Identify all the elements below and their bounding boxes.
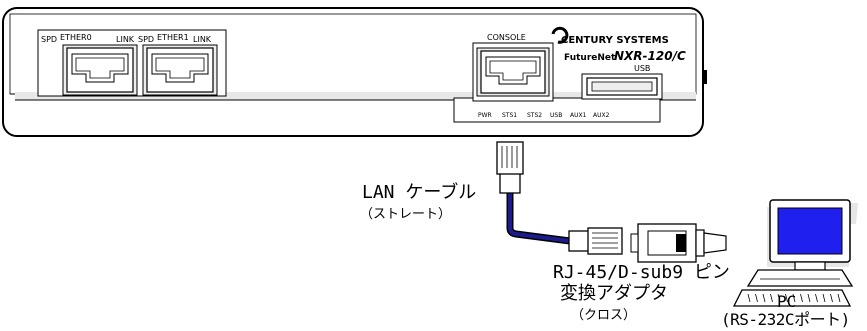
- rj45-dsub9-adapter: [630, 223, 727, 263]
- pc-screen: [777, 207, 843, 255]
- keyboard-key: [777, 293, 781, 303]
- cable-label-line1: LAN ケーブル: [362, 182, 477, 203]
- ether0-port: [62, 44, 138, 96]
- adapter-label-line2: 変換アダプタ: [560, 283, 668, 304]
- led-label-sts2: STS2: [527, 112, 542, 119]
- cable-label-line2: （ストレート）: [360, 207, 452, 222]
- led-label-sts1: STS1: [502, 112, 517, 119]
- ether1-spd-label: SPD: [138, 35, 154, 44]
- led-label-pwr: PWR: [478, 112, 492, 119]
- usb-port: [581, 73, 663, 100]
- keyboard-key: [785, 293, 788, 303]
- keyboard-key: [762, 293, 766, 303]
- keyboard-key: [747, 293, 751, 303]
- ether1-port: [142, 44, 218, 96]
- keyboard-key: [807, 293, 811, 303]
- adapter-label-line3: （クロス）: [571, 308, 637, 323]
- keyboard-key: [792, 293, 796, 303]
- model-prefix: FutureNet: [564, 53, 616, 63]
- led-label-row: PWR STS1 STS2 USB AUX1 AUX2: [478, 112, 610, 119]
- adapter-label-line1: RJ-45/D-sub9 ピン: [553, 262, 730, 283]
- pc-label-line1: PC: [777, 292, 797, 311]
- lan-cable: [506, 192, 571, 245]
- ether-port-panel: SPD ETHER0 LINK SPD ETHER1 LINK: [37, 29, 227, 97]
- console-port: [476, 47, 550, 97]
- console-port-panel: CONSOLE: [472, 33, 554, 102]
- led-label-aux1: AUX1: [570, 112, 587, 119]
- ether1-link-label: LINK: [193, 35, 212, 44]
- usb-label: USB: [634, 64, 650, 73]
- keyboard-key: [770, 293, 773, 303]
- keyboard-key: [830, 293, 833, 303]
- ether0-link-label: LINK: [116, 35, 135, 44]
- brand-name: CENTURY SYSTEMS: [561, 35, 669, 46]
- keyboard-key: [755, 293, 758, 303]
- rj45-plug-router: [496, 141, 524, 194]
- keyboard-key: [800, 293, 803, 303]
- model-name: NXR-120/C: [614, 49, 686, 63]
- ether0-spd-label: SPD: [41, 35, 57, 44]
- rj45-plug-adapter: [568, 227, 623, 255]
- led-label-usb: USB: [550, 112, 562, 119]
- pc-label-line2: (RS-232Cポート): [721, 310, 850, 329]
- ether0-label: ETHER0: [60, 33, 92, 42]
- keyboard-key: [815, 293, 818, 303]
- pc-illustration: [732, 199, 858, 307]
- ether1-label: ETHER1: [157, 33, 189, 42]
- brand-logo: CENTURY SYSTEMS: [551, 26, 669, 46]
- led-label-aux2: AUX2: [593, 112, 610, 119]
- console-label: CONSOLE: [487, 33, 526, 42]
- keyboard-key: [822, 293, 826, 303]
- keyboard-key: [837, 293, 841, 303]
